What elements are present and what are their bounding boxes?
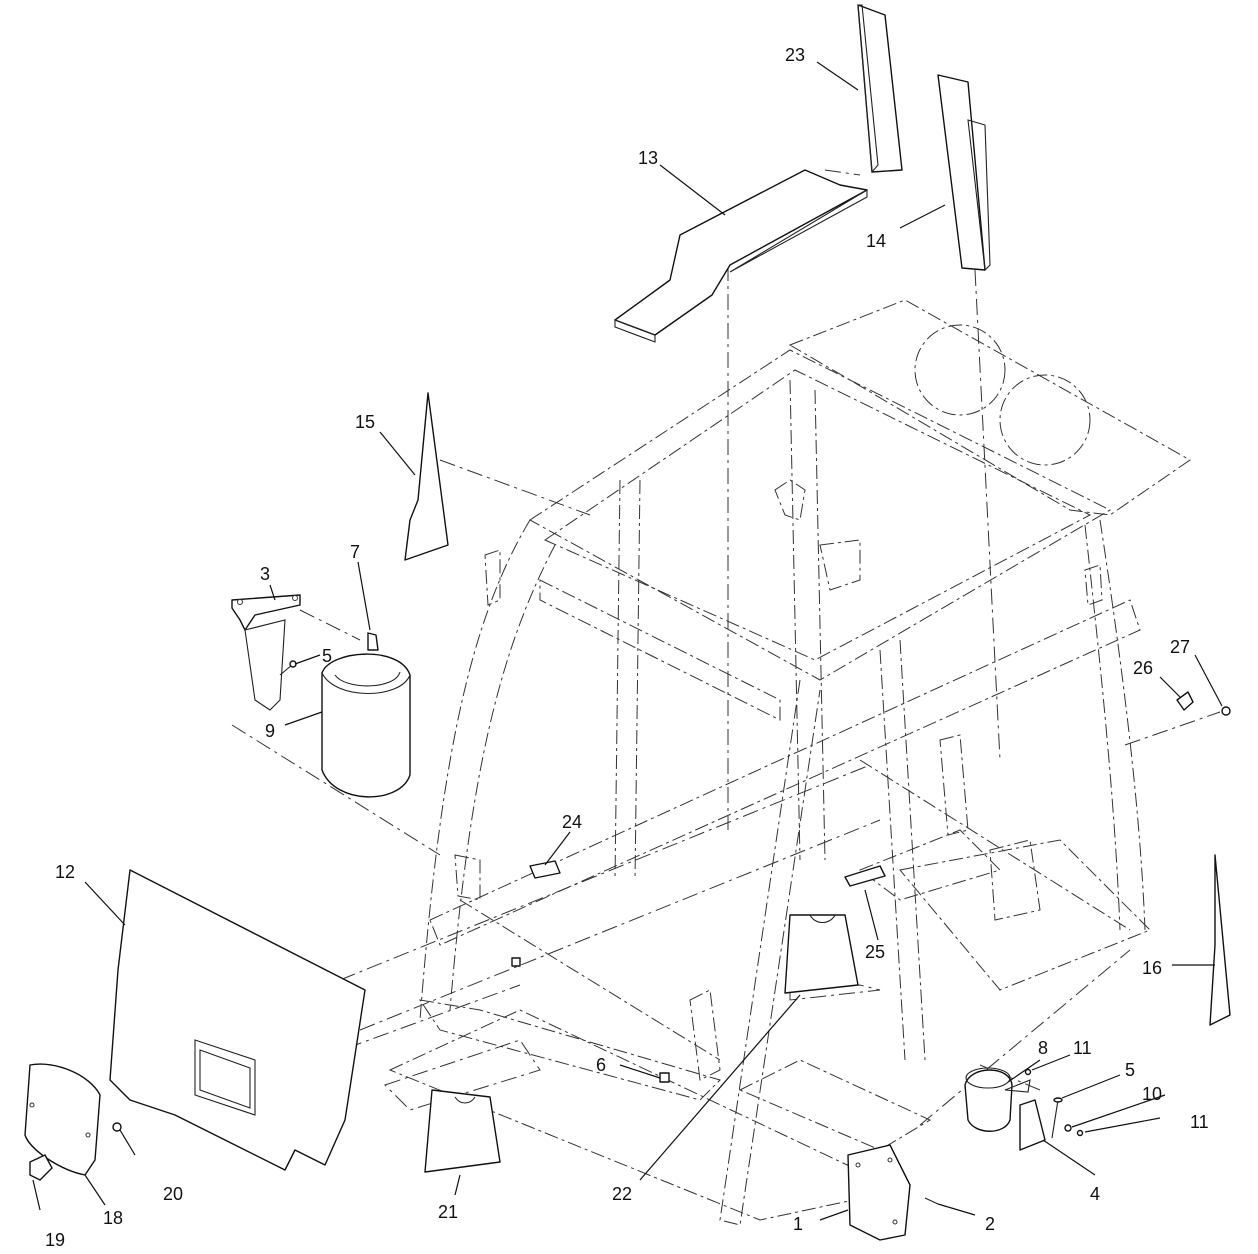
part-20-washer: [112, 1122, 122, 1132]
hardware-10-11-12: [1024, 1068, 1084, 1137]
callout-4: 4: [1090, 1184, 1100, 1204]
callout-15: 14: [866, 231, 886, 251]
callout-1: 1: [793, 1214, 803, 1234]
callout-26: 26: [1133, 658, 1153, 678]
callout-9: 9: [265, 721, 275, 741]
part-16-triangle-panel: [404, 392, 449, 561]
part-2-screw: [924, 1197, 939, 1205]
callout-16: 15: [355, 412, 375, 432]
callout-2: 2: [985, 1214, 995, 1234]
part-24-decal: [529, 860, 561, 879]
part-6-clip: [511, 957, 670, 1083]
assembly-lines: [209, 169, 1221, 1126]
callout-10: 10: [1142, 1084, 1162, 1104]
callout-21: 21: [438, 1202, 458, 1222]
part-14-cover: [614, 169, 868, 343]
leader-lines: [32, 61, 1223, 1221]
callout-18: 18: [103, 1208, 123, 1228]
callout-8: 8: [1038, 1038, 1048, 1058]
part-23-panel: [857, 4, 903, 174]
callout-3: 3: [260, 564, 270, 584]
callout-7: 7: [350, 542, 360, 562]
callout-17: 16: [1142, 958, 1162, 978]
part-8-cup-holder: [964, 1067, 1031, 1132]
part-17-triangle-panel: [1209, 854, 1231, 1026]
callout-5-right: 5: [1125, 1060, 1135, 1080]
part-19-knob: [29, 1154, 53, 1181]
part-18-access-panel: [24, 1063, 101, 1176]
part-5-bolt-right: [1051, 1097, 1063, 1139]
callout-27: 27: [1170, 637, 1190, 657]
part-13-back-panel: [109, 869, 366, 1171]
part-1-cover-plate: [847, 1144, 911, 1241]
callout-5-left: 5: [322, 646, 332, 666]
callout-23: 23: [785, 45, 805, 65]
callout-labels: 23 13 14 15 3 7 5 9 12 24 25 16 6 26 27 …: [45, 45, 1209, 1250]
callout-11: 11: [1190, 1112, 1209, 1132]
callout-14: 13: [638, 148, 658, 168]
part-15-panel: [937, 74, 991, 272]
callout-12: 11: [1073, 1038, 1092, 1058]
callout-24: 24: [562, 812, 582, 832]
callout-22: 22: [612, 1184, 632, 1204]
callout-19: 19: [45, 1230, 65, 1250]
part-3-bracket: [231, 594, 301, 711]
callout-25: 25: [865, 942, 885, 962]
part-25-decal: [844, 865, 886, 887]
callout-6: 6: [596, 1055, 606, 1075]
part-22-panel: [784, 914, 859, 994]
part-4-bracket: [1019, 1099, 1046, 1151]
part-21-panel: [424, 1089, 501, 1173]
cab-frame: [388, 299, 1191, 1226]
part-9-cup-holder: [321, 632, 411, 798]
callout-13: 12: [55, 862, 75, 882]
part-5-screw-left: [279, 660, 297, 676]
hardware-26-27: [1176, 691, 1231, 716]
callout-20: 20: [163, 1184, 183, 1204]
